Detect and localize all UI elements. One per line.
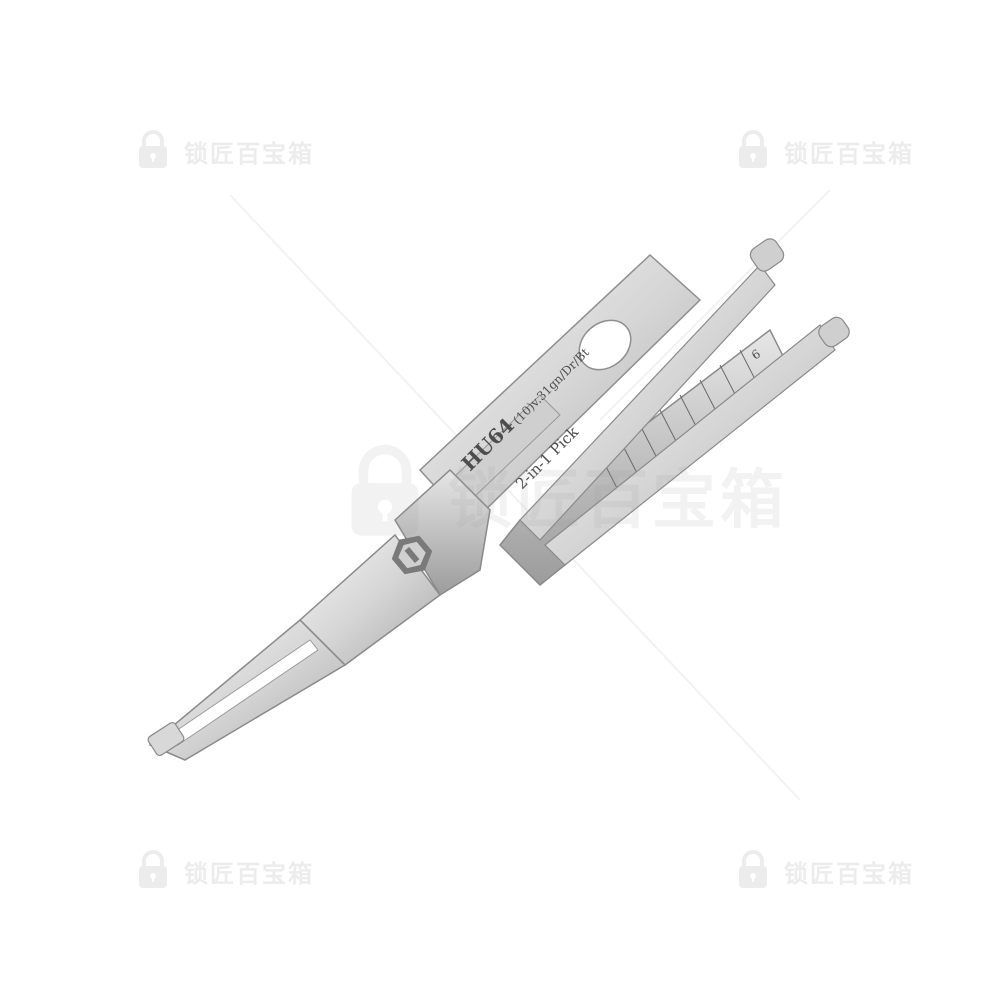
- lock-icon: [351, 444, 419, 536]
- lock-icon: [739, 850, 767, 888]
- lever-knob-bottom: [818, 316, 850, 348]
- pick-tip: [147, 618, 347, 761]
- lock-icon: [139, 130, 167, 168]
- lever-knob-top: [749, 238, 785, 272]
- lock-icon: [139, 850, 167, 888]
- watermark-bottom-left: 锁匠百宝箱: [130, 848, 314, 894]
- tool-shaft: [298, 468, 491, 666]
- watermark-text-center: 锁匠百宝箱: [448, 464, 788, 538]
- watermark-bottom-right: 锁匠百宝箱: [730, 848, 914, 894]
- plate-hole: [578, 319, 632, 371]
- watermark-center: 锁匠百宝箱: [330, 440, 788, 550]
- watermark-text: 锁匠百宝箱: [784, 139, 914, 168]
- watermark-text: 锁匠百宝箱: [184, 859, 314, 888]
- brand-logo: [391, 535, 433, 575]
- lock-icon: [739, 130, 767, 168]
- lever-arms: [519, 238, 850, 566]
- watermark-text: 锁匠百宝箱: [184, 139, 314, 168]
- watermark-text: 锁匠百宝箱: [784, 859, 914, 888]
- watermark-top-right: 锁匠百宝箱: [730, 128, 914, 174]
- watermark-top-left: 锁匠百宝箱: [130, 128, 314, 174]
